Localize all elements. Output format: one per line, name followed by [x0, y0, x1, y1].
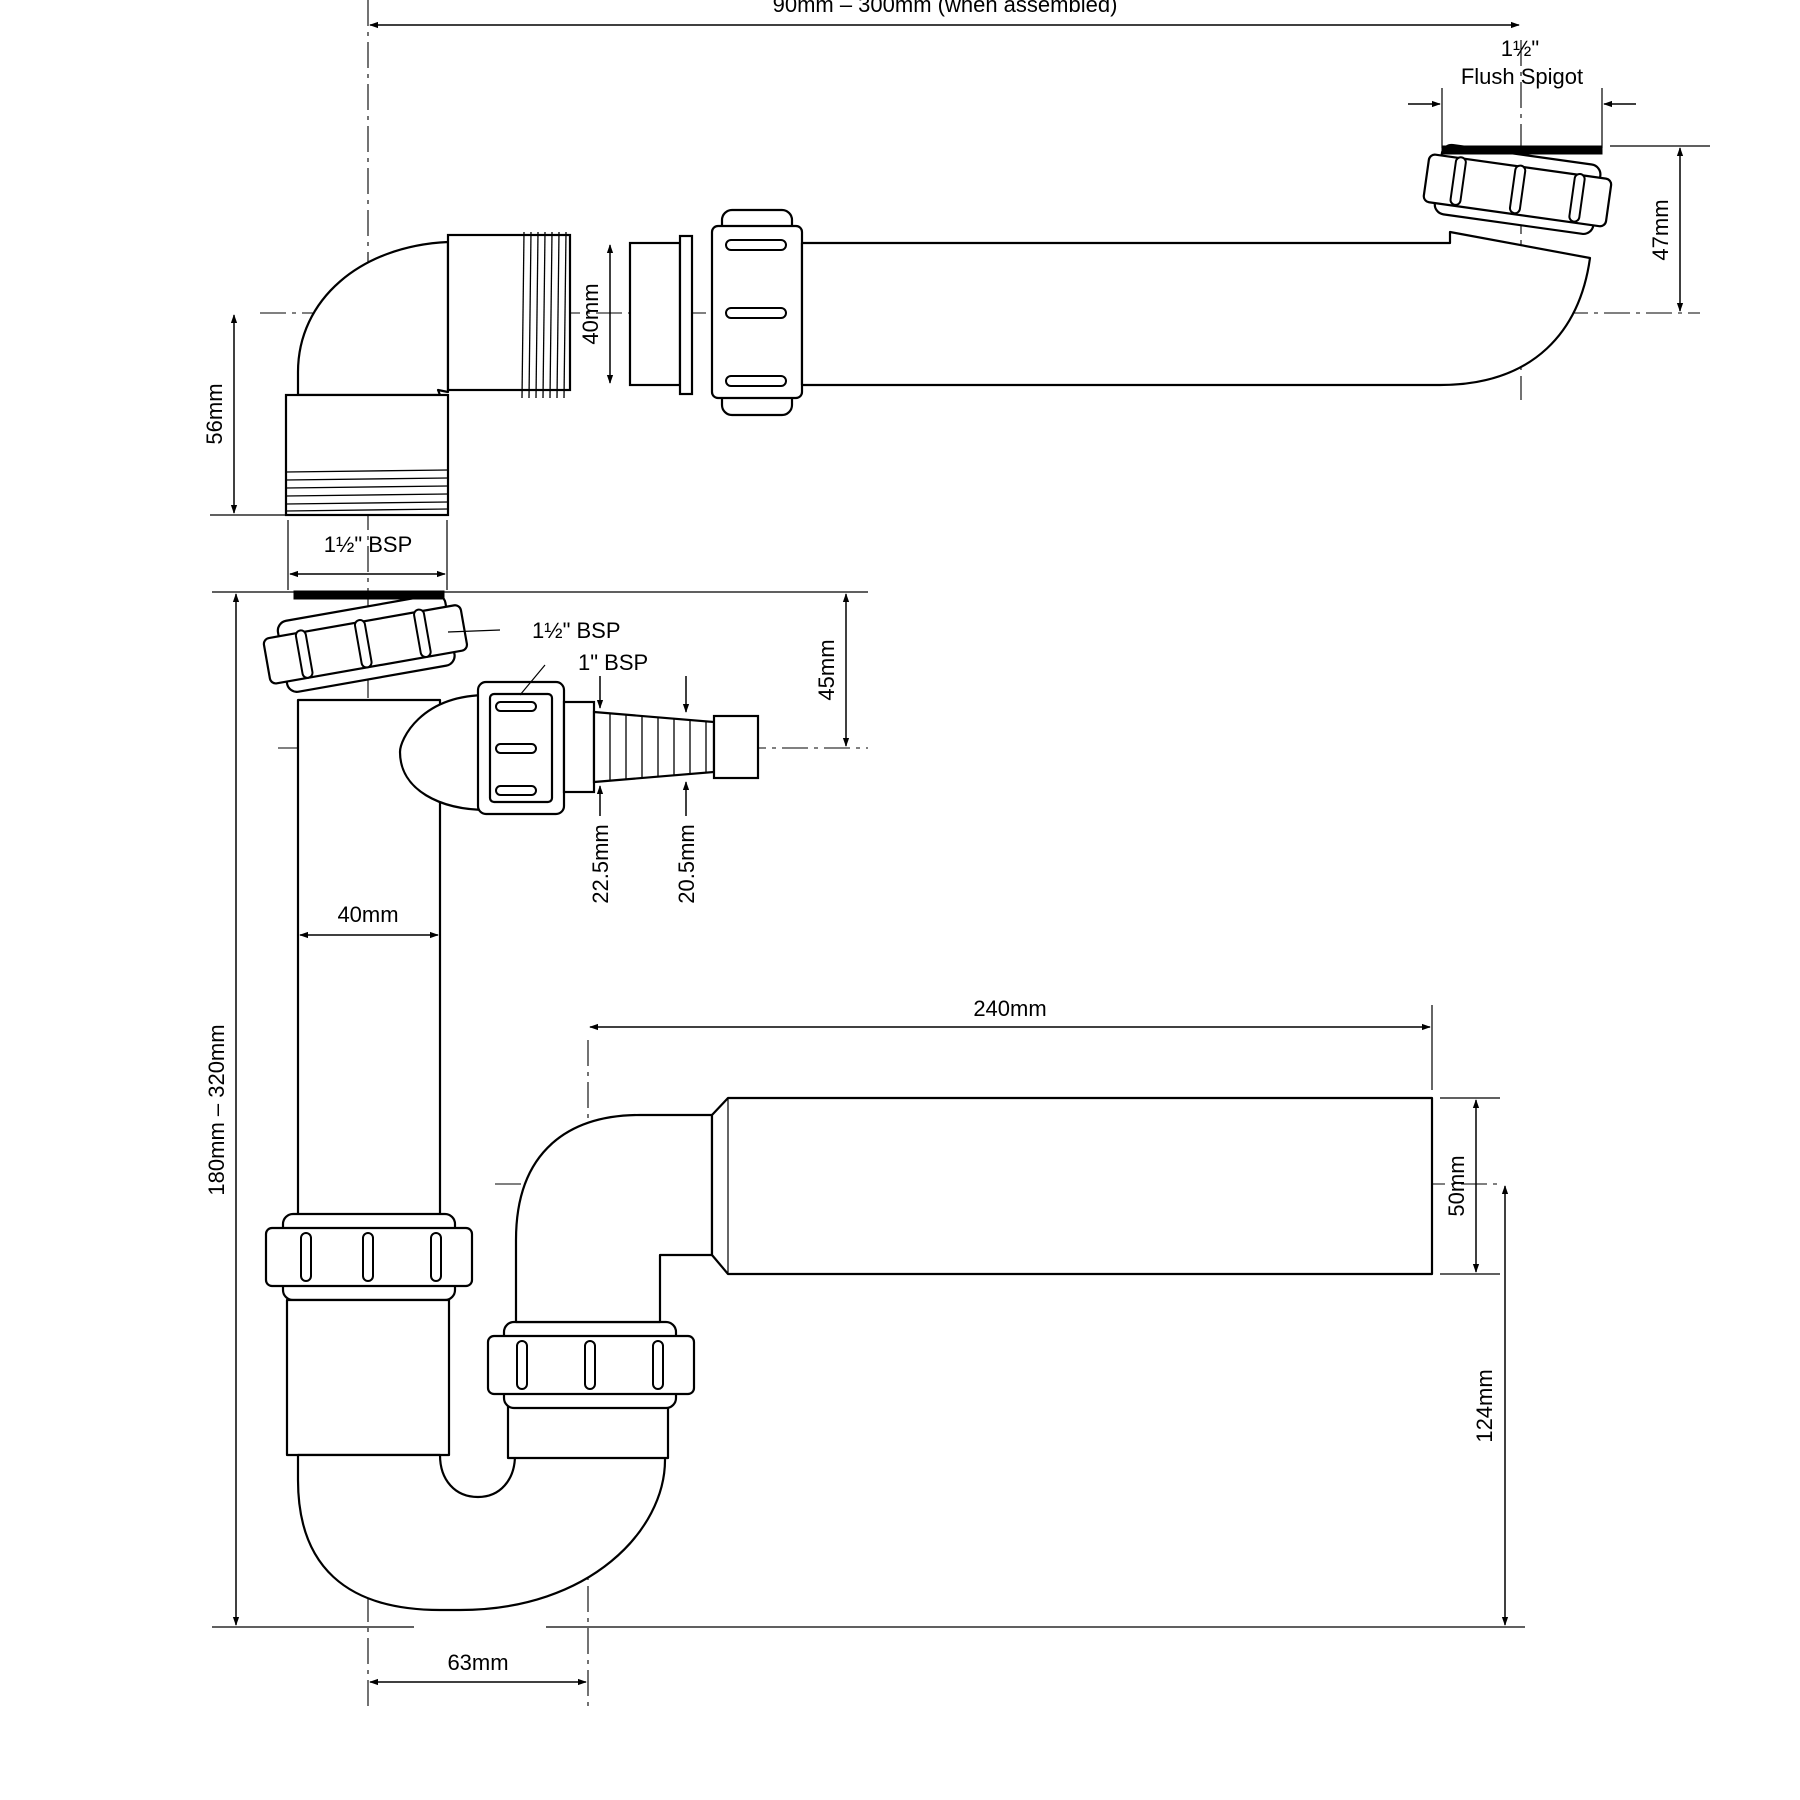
label-outlet-height: 124mm	[1472, 1369, 1497, 1442]
connector-slots	[495, 701, 537, 796]
label-nut-thread: 1½" BSP	[532, 618, 621, 643]
flush-spigot-seal	[1441, 145, 1603, 155]
inlet-nut	[262, 593, 469, 693]
hose-tail-ridges	[609, 713, 707, 781]
label-trap-offset: 63mm	[447, 1650, 508, 1675]
dimension-lines	[210, 21, 1710, 1686]
inlet-seal	[293, 590, 445, 600]
label-spigot-outer-diameter: 22.5mm	[588, 824, 613, 903]
label-flush-spigot-size: 1½"	[1501, 36, 1539, 61]
nut-slots-top	[725, 239, 787, 387]
bottom-thread-lines	[285, 469, 449, 512]
right-trap-nut	[486, 1320, 696, 1410]
label-top-length: 90mm – 300mm (when assembled)	[773, 0, 1118, 17]
label-outlet-length: 240mm	[973, 996, 1046, 1021]
label-inlet-height: 56mm	[202, 383, 227, 444]
label-overall-height: 180mm – 320mm	[204, 1024, 229, 1195]
label-trap-pipe-diameter: 40mm	[337, 902, 398, 927]
label-spigot-height: 45mm	[814, 639, 839, 700]
top-elbow-assembly	[284, 143, 1613, 517]
label-flush-spigot: Flush Spigot	[1461, 64, 1583, 89]
label-spigot-tip-diameter: 20.5mm	[674, 824, 699, 903]
label-spigot-thread: 1" BSP	[578, 650, 648, 675]
label-top-pipe-diameter: 40mm	[578, 283, 603, 344]
side-thread-lines	[521, 231, 567, 399]
label-outlet-drop: 47mm	[1648, 199, 1673, 260]
label-top-thread: 1½" BSP	[324, 532, 413, 557]
label-outlet-diameter: 50mm	[1444, 1155, 1469, 1216]
trap-assembly	[262, 590, 1434, 1612]
left-trap-nut	[264, 1212, 474, 1302]
flush-spigot-nut	[1422, 143, 1613, 236]
